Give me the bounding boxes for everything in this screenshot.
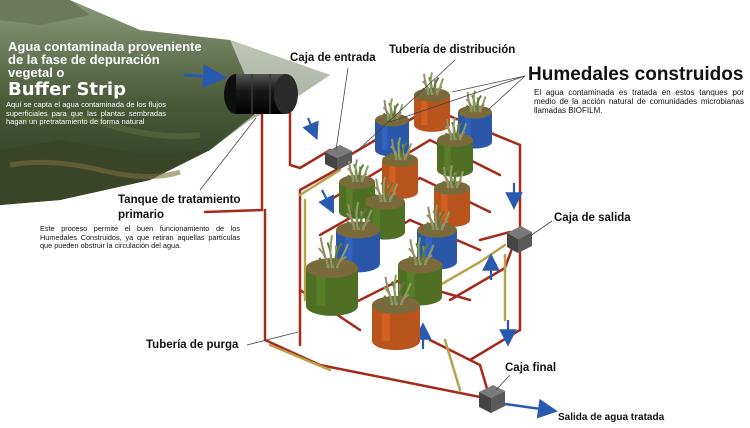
label-tuberia-purga: Tubería de purga <box>146 339 239 351</box>
label-caja-salida: Caja de salida <box>554 212 631 224</box>
wetland-tank <box>458 90 492 149</box>
header-title: Agua contaminada proveniente de la fase … <box>8 39 202 80</box>
label-salida-agua: Salida de agua tratada <box>558 412 665 423</box>
caja-entrada-box <box>325 145 352 170</box>
humedales-description: El agua contaminada es tratada en estos … <box>534 88 744 116</box>
wetland-tank <box>375 98 409 157</box>
humedales-title: Humedales construidos <box>528 64 744 85</box>
wetland-tank <box>336 202 380 273</box>
label-caja-entrada: Caja de entrada <box>290 52 376 64</box>
flow-arrows <box>302 117 523 349</box>
wetland-tank <box>306 235 358 316</box>
wetland-tank <box>365 176 405 240</box>
wetland-tank <box>372 274 420 351</box>
buffer-strip-title: Buffer Strip <box>8 79 126 100</box>
primary-tank-drum <box>224 74 298 114</box>
caja-salida-box <box>507 226 532 253</box>
label-tuberia-distribucion: Tubería de distribución <box>389 44 516 56</box>
tanque-description: Este proceso permite el buen funcionamie… <box>40 224 240 251</box>
header-description: Aquí se capta el agua contaminada de los… <box>6 100 166 126</box>
wetland-tank <box>434 165 470 227</box>
wetland-tank <box>382 137 418 199</box>
caja-final-box <box>479 385 505 413</box>
wetland-tanks <box>306 72 492 351</box>
tanque-title: Tanque de tratamiento primario <box>118 194 241 221</box>
wetland-tank <box>437 117 473 177</box>
wetland-tank <box>417 204 457 270</box>
leader-lines <box>199 59 553 391</box>
label-caja-final: Caja final <box>505 362 557 374</box>
